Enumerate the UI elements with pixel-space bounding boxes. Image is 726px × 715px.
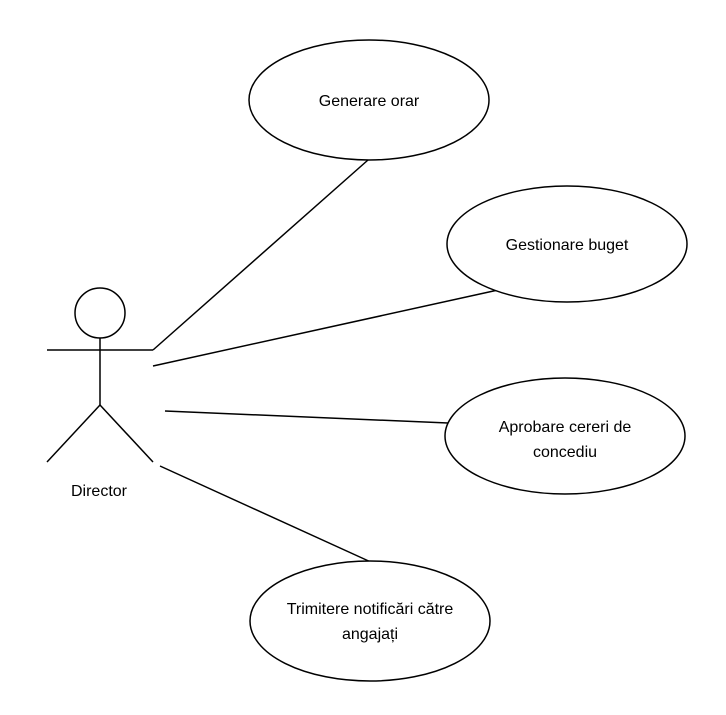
association-gestionare-buget bbox=[152, 289, 499, 367]
use-case-ellipse bbox=[249, 560, 491, 682]
actor-left-leg bbox=[46, 404, 101, 463]
actor-label: Director bbox=[71, 483, 128, 500]
actor-head bbox=[74, 287, 126, 339]
use-case-gestionare-buget: Gestionare buget bbox=[446, 185, 688, 303]
use-case-aprobare-cereri-concediu: Aprobare cereri de concediu bbox=[444, 377, 686, 495]
association-aprobare-cereri bbox=[164, 410, 449, 424]
use-case-ellipse bbox=[444, 377, 686, 495]
use-case-trimitere-notificari: Trimitere notificări către angajați bbox=[249, 560, 491, 682]
use-case-label-line-2: angajați bbox=[342, 626, 398, 643]
use-case-generare-orar: Generare orar bbox=[248, 39, 490, 161]
use-case-label-line-2: concediu bbox=[533, 444, 597, 461]
use-case-label-line-1: Trimitere notificări către bbox=[287, 601, 454, 618]
actor-director: Director bbox=[46, 287, 154, 500]
association-generare-orar bbox=[152, 159, 369, 351]
use-case-label-line-1: Aprobare cereri de bbox=[499, 419, 632, 436]
use-case-ellipse bbox=[248, 39, 490, 161]
actor-right-leg bbox=[99, 404, 154, 463]
association-trimitere-notificari bbox=[159, 465, 374, 564]
use-case-ellipse bbox=[446, 185, 688, 303]
use-case-label: Gestionare buget bbox=[506, 237, 629, 254]
use-case-label: Generare orar bbox=[319, 93, 420, 110]
